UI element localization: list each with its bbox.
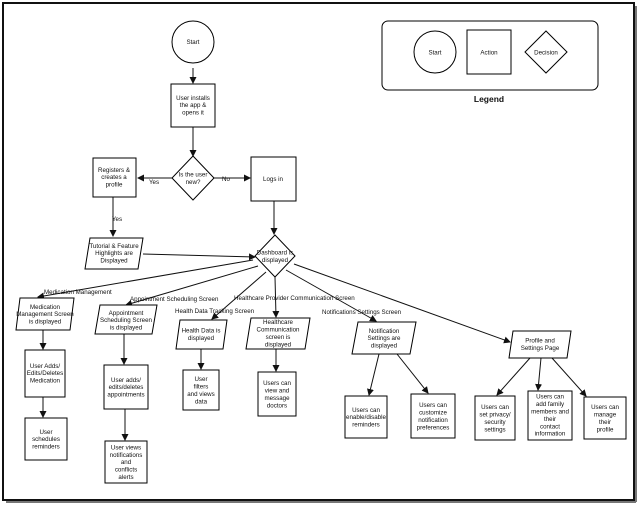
- edge-dashboard-appointment: [125, 265, 259, 307]
- family-node: [527, 390, 573, 441]
- legend-title: Legend: [474, 94, 504, 104]
- edge-label-yes-register: Yes: [149, 179, 159, 186]
- edge-labels: Yes No Yes Medication Management Appoint…: [44, 176, 402, 316]
- hcp-msg-node: [257, 371, 297, 417]
- register-node: [92, 157, 137, 198]
- edges: [37, 68, 587, 441]
- med-edit-node: [24, 349, 66, 398]
- edge-label-medication: Medication Management: [44, 289, 112, 296]
- install-node: [170, 83, 216, 128]
- page-frame: [2, 2, 635, 501]
- edge-label-appointment: Appointment Scheduling Screen: [130, 296, 219, 303]
- med-screen-node: [15, 297, 75, 331]
- manage-profile-node: [583, 396, 627, 440]
- nodes: [15, 20, 627, 484]
- appt-screen-node: [94, 304, 158, 335]
- edge-dashboard-hcp: [272, 276, 280, 318]
- med-remind-node: [24, 417, 68, 461]
- legend-start-shape: [413, 30, 457, 74]
- legend-decision-label: Decision: [534, 50, 558, 57]
- legend-box: [381, 20, 599, 91]
- health-filter-node: [182, 369, 220, 411]
- edge-tutorial-dashboard: [142, 253, 256, 261]
- legend: Start Action Decision Legend: [381, 20, 599, 104]
- appt-view-node: [104, 440, 148, 484]
- profile-page-node: [508, 330, 572, 359]
- edge-label-health: Health Data Tracking Screen: [175, 308, 255, 315]
- start-node: [171, 20, 215, 64]
- edge-dashboard-health: [211, 271, 267, 320]
- start-label: Start: [186, 39, 199, 46]
- privacy-node: [474, 395, 516, 441]
- legend-start-label: Start: [428, 50, 441, 57]
- edge-label-yes-tutorial: Yes: [112, 216, 122, 223]
- legend-action-label: Action: [480, 50, 498, 57]
- legend-action-shape: [466, 29, 512, 75]
- notif-toggle-node: [344, 395, 388, 439]
- hcp-screen-node: [245, 317, 311, 350]
- is-new-decision: [171, 155, 215, 201]
- edge-label-notifications: Notifications Settings Screen: [322, 309, 402, 316]
- edge-profile-manage: [551, 357, 587, 397]
- edge-notif-custom: [396, 353, 429, 394]
- notif-custom-node: [410, 393, 456, 439]
- edge-label-no-login: No: [222, 176, 230, 183]
- dashboard-decision: [254, 234, 296, 278]
- appt-edit-node: [103, 364, 149, 410]
- edge-profile-privacy: [496, 357, 531, 396]
- legend-decision-shape: [524, 30, 568, 74]
- edge-profile-family: [535, 357, 543, 391]
- notif-screen-node: [351, 321, 417, 355]
- edge-dashboard-profile: [293, 263, 511, 344]
- edge-notif-toggle: [367, 353, 380, 396]
- health-screen-node: [175, 319, 228, 350]
- logs-in-label: Logs in: [263, 176, 284, 183]
- tutorial-node: [84, 237, 144, 270]
- edge-dashboard-notifications: [285, 269, 377, 322]
- logs-in-node: [250, 156, 297, 202]
- edge-dashboard-medication: [37, 259, 254, 300]
- edge-label-hcp: Healthcare Provider Communication Screen: [234, 295, 355, 302]
